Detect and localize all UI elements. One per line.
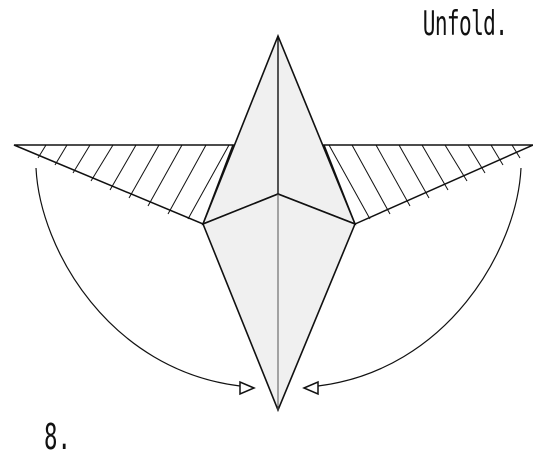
left-wing-hatching [37,144,230,220]
left-wing-flap [13,144,235,225]
curved-arrow-left-icon [35,167,256,396]
lower-body [201,193,357,413]
right-wing-hatching [328,144,521,220]
instruction-text: Unfold. [422,4,507,44]
right-wing-flap [322,144,533,226]
curved-arrow-right-icon [302,167,522,396]
step-number: 8. [44,417,71,458]
